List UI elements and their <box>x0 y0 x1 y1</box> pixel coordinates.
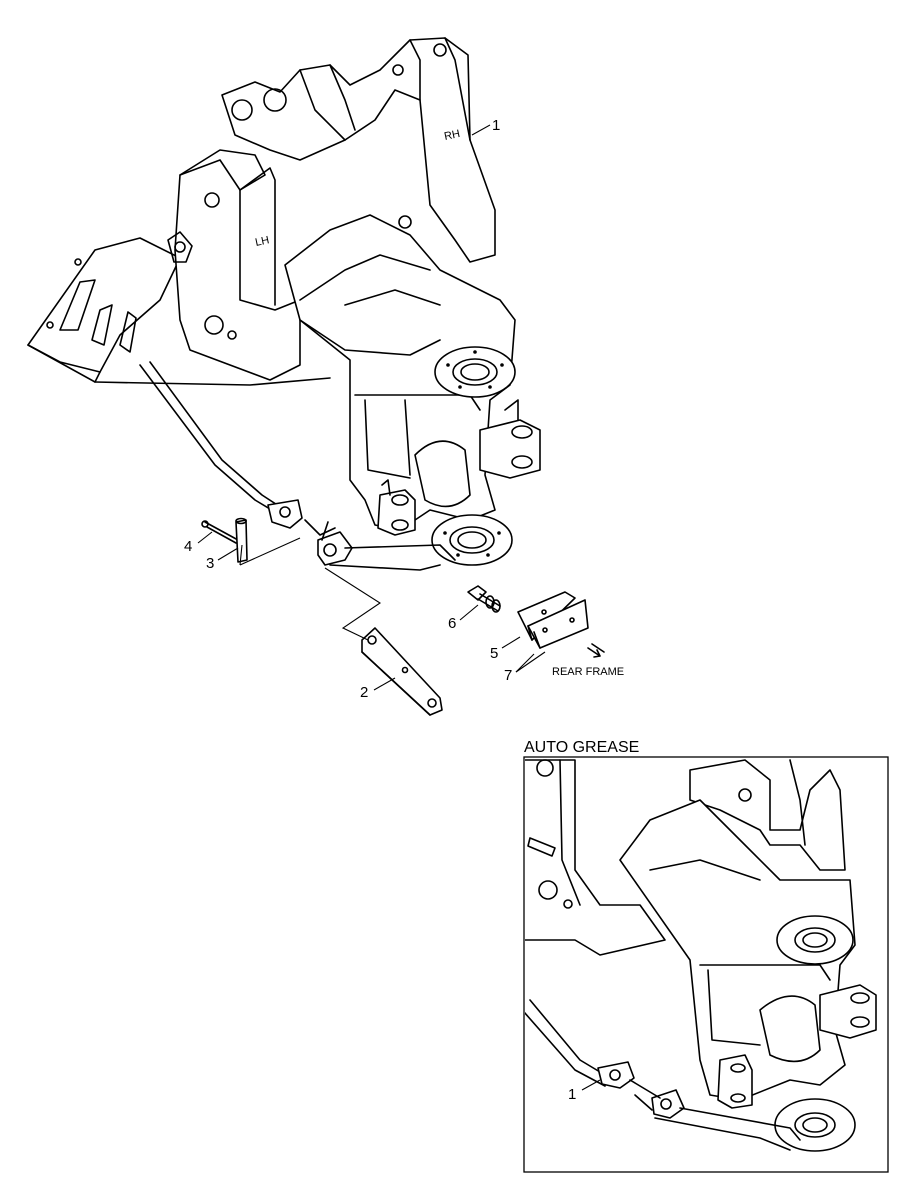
inset-callout-1: 1 <box>568 1079 601 1103</box>
rear-frame-arrow-icon <box>587 643 605 658</box>
callout-2: 2 <box>360 677 396 701</box>
svg-text:6: 6 <box>448 615 456 632</box>
rh-label: RH <box>443 128 461 143</box>
callout-6: 6 <box>448 604 479 632</box>
callout-4: 4 <box>184 531 213 555</box>
cotter-pin <box>201 520 239 544</box>
rear-frame-label: REAR FRAME <box>552 666 624 678</box>
callout-7: 7 <box>504 651 546 684</box>
callout-3: 3 <box>206 547 239 572</box>
inset-detail <box>525 759 877 1152</box>
shim-plates <box>517 591 589 649</box>
svg-text:7: 7 <box>504 667 512 684</box>
svg-text:1: 1 <box>568 1086 576 1103</box>
svg-text:2: 2 <box>360 684 368 701</box>
bolt-washer <box>467 585 501 613</box>
svg-text:5: 5 <box>490 645 498 662</box>
callout-5: 5 <box>490 636 521 662</box>
lh-label: LH <box>254 234 270 249</box>
svg-text:4: 4 <box>184 538 192 555</box>
link-bar <box>361 627 443 716</box>
callout-1: 1 <box>471 117 500 136</box>
svg-text:3: 3 <box>206 555 214 572</box>
inset-title: AUTO GREASE <box>524 739 639 756</box>
svg-text:1: 1 <box>492 117 500 134</box>
front-frame-assembly: LH RH <box>27 37 541 571</box>
